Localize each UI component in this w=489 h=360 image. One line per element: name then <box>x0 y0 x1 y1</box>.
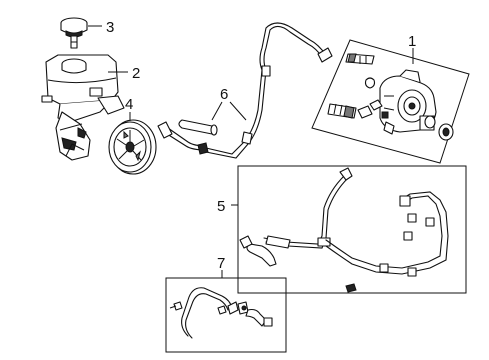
pump-fittings <box>327 53 454 141</box>
callout-3: 3 <box>106 19 114 36</box>
callout-2: 2 <box>132 65 140 82</box>
pressure-hose <box>157 22 333 159</box>
hose-kit-frame <box>165 277 287 353</box>
pump-frame <box>311 39 470 164</box>
callout-1: 1 <box>408 33 416 50</box>
reservoir-cap <box>60 17 88 49</box>
callout-5: 5 <box>217 198 225 215</box>
callout-7: 7 <box>217 255 225 272</box>
power-steering-pump <box>379 69 437 135</box>
leader-6a <box>211 101 223 121</box>
reservoir <box>41 54 125 123</box>
leader-6b <box>229 101 247 121</box>
pulley <box>108 119 157 175</box>
return-hose-frame <box>237 165 467 294</box>
callout-4: 4 <box>125 96 133 113</box>
reservoir-bracket <box>55 111 91 161</box>
hose-kit <box>169 287 273 339</box>
callout-6: 6 <box>220 86 228 103</box>
return-hose <box>239 167 449 293</box>
